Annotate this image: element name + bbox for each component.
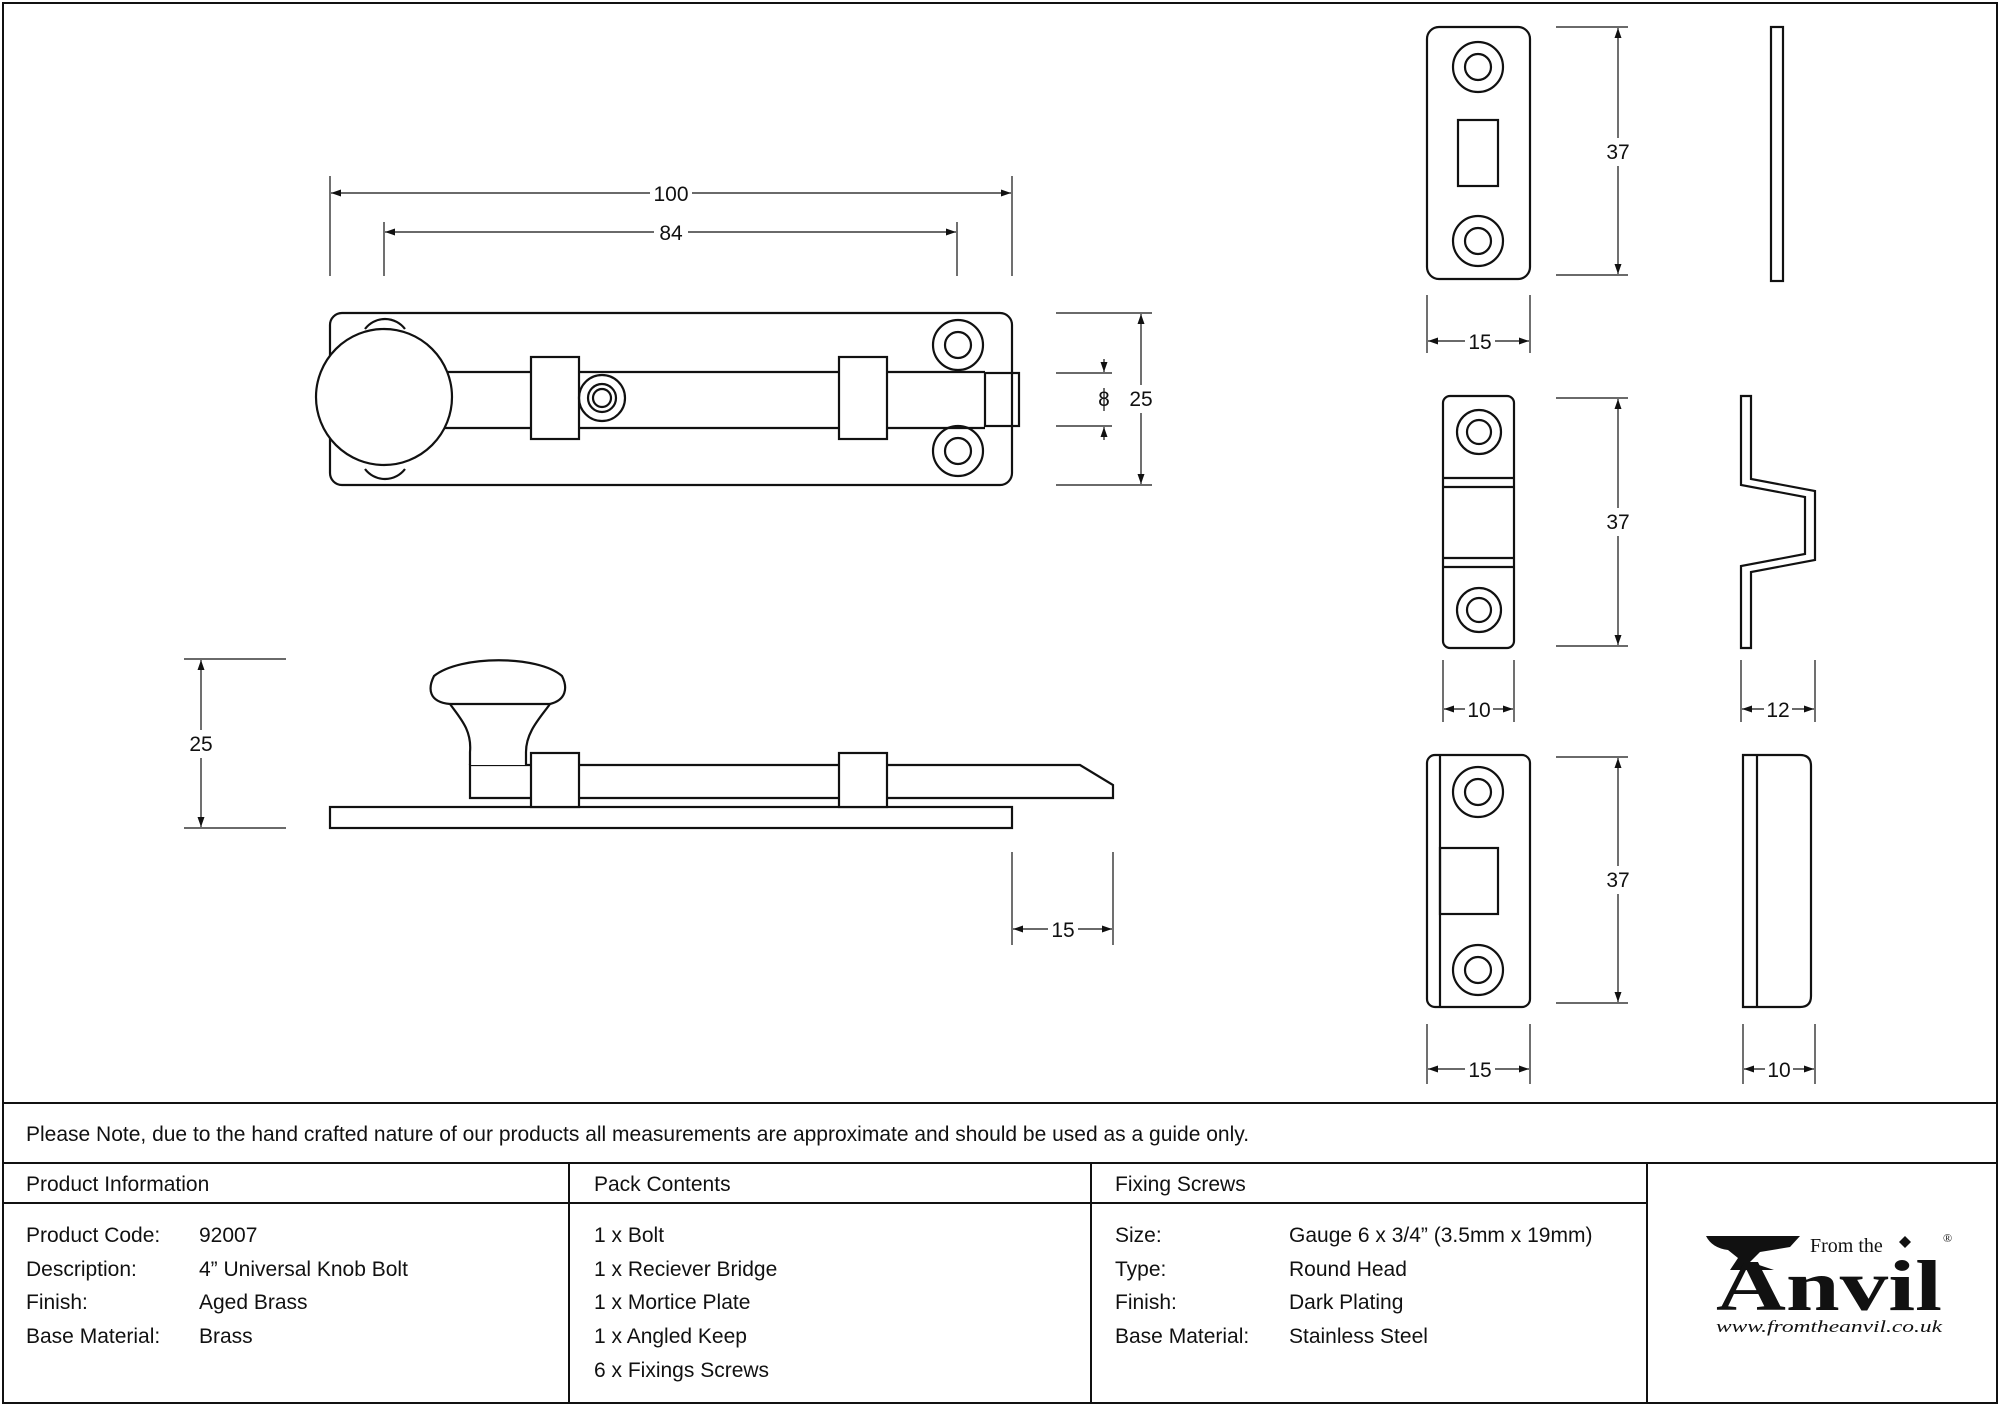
dim-label-keep-width-2: 10 bbox=[1467, 699, 1490, 722]
bridge-keep-side bbox=[1739, 394, 1817, 650]
bolt-staple-left bbox=[529, 355, 581, 441]
dim-label-keep-depth-2: 12 bbox=[1766, 699, 1789, 722]
keep-plate-front bbox=[1425, 25, 1532, 281]
dim-label-side-height: 25 bbox=[189, 733, 212, 756]
finish-label: Finish: bbox=[26, 1291, 88, 1314]
pack-item: 1 x Bolt bbox=[594, 1224, 665, 1247]
logo-from-the: From the bbox=[1810, 1235, 1883, 1257]
dim-label-keep-width-1: 15 bbox=[1468, 331, 1491, 354]
dim-label-overall-length: 100 bbox=[653, 183, 688, 206]
bolt-tip bbox=[983, 371, 1021, 428]
dim-label-keep-height-3: 37 bbox=[1606, 869, 1629, 892]
logo-url: www.fromtheanvil.co.uk bbox=[1716, 1317, 1943, 1336]
diamond-icon bbox=[1899, 1236, 1911, 1248]
screw-finish-label: Finish: bbox=[1115, 1291, 1177, 1314]
logo-registered: ® bbox=[1943, 1231, 1952, 1245]
measurement-note: Please Note, due to the hand crafted nat… bbox=[26, 1123, 1250, 1146]
angled-keep-side bbox=[1741, 753, 1813, 1009]
base-material-value: Brass bbox=[199, 1325, 253, 1348]
screw-size-label: Size: bbox=[1115, 1224, 1162, 1247]
screw-type-label: Type: bbox=[1115, 1258, 1167, 1281]
screw-material-label: Base Material: bbox=[1115, 1325, 1250, 1348]
dim-label-plate-height: 25 bbox=[1129, 388, 1152, 411]
bolt-staple-right bbox=[837, 355, 889, 441]
dim-label-bolt-throw: 15 bbox=[1051, 919, 1074, 942]
dim-label-keep-depth-3: 10 bbox=[1767, 1059, 1790, 1082]
bolt-top-view bbox=[314, 311, 1021, 487]
screw-size-value: Gauge 6 x 3/4” (3.5mm x 19mm) bbox=[1289, 1224, 1593, 1247]
dim-label-hole-spacing: 84 bbox=[659, 222, 683, 245]
bolt-side-view bbox=[328, 659, 1115, 830]
pack-item: 1 x Reciever Bridge bbox=[594, 1258, 778, 1281]
bolt-side-plate bbox=[328, 805, 1014, 830]
product-code-value: 92007 bbox=[199, 1224, 258, 1247]
angled-keep-front bbox=[1425, 753, 1532, 1009]
screw-finish-value: Dark Plating bbox=[1289, 1291, 1404, 1314]
anvil-icon bbox=[1706, 1236, 1800, 1270]
from-the-anvil-logo: From the ® Anvil www.fromtheanvil.co.uk bbox=[1706, 1231, 1952, 1336]
bridge-keep-front bbox=[1441, 394, 1516, 650]
dim-label-keep-height-2: 37 bbox=[1606, 511, 1629, 534]
product-info-heading: Product Information bbox=[26, 1173, 210, 1196]
dim-label-keep-width-3: 15 bbox=[1468, 1059, 1491, 1082]
pack-contents-heading: Pack Contents bbox=[594, 1173, 731, 1196]
screw-type-value: Round Head bbox=[1289, 1258, 1407, 1281]
screw-material-value: Stainless Steel bbox=[1289, 1325, 1428, 1348]
bolt-knob bbox=[314, 327, 454, 467]
fixing-screws-heading: Fixing Screws bbox=[1115, 1173, 1246, 1196]
finish-value: Aged Brass bbox=[199, 1291, 308, 1314]
pack-item: 1 x Mortice Plate bbox=[594, 1291, 751, 1314]
dim-label-bolt-width: 8 bbox=[1098, 388, 1110, 411]
dim-label-keep-height-1: 37 bbox=[1606, 141, 1629, 164]
bolt-side-bar bbox=[468, 763, 1115, 800]
logo-anvil-wordmark: Anvil bbox=[1716, 1246, 1942, 1326]
info-table-grid bbox=[3, 1102, 1997, 1403]
description-label: Description: bbox=[26, 1258, 137, 1281]
keep-plate-side bbox=[1769, 25, 1785, 283]
pack-item: 6 x Fixings Screws bbox=[594, 1359, 770, 1382]
product-code-label: Product Code: bbox=[26, 1224, 161, 1247]
base-material-label: Base Material: bbox=[26, 1325, 161, 1348]
description-value: 4” Universal Knob Bolt bbox=[199, 1258, 408, 1281]
pack-item: 1 x Angled Keep bbox=[594, 1325, 747, 1348]
